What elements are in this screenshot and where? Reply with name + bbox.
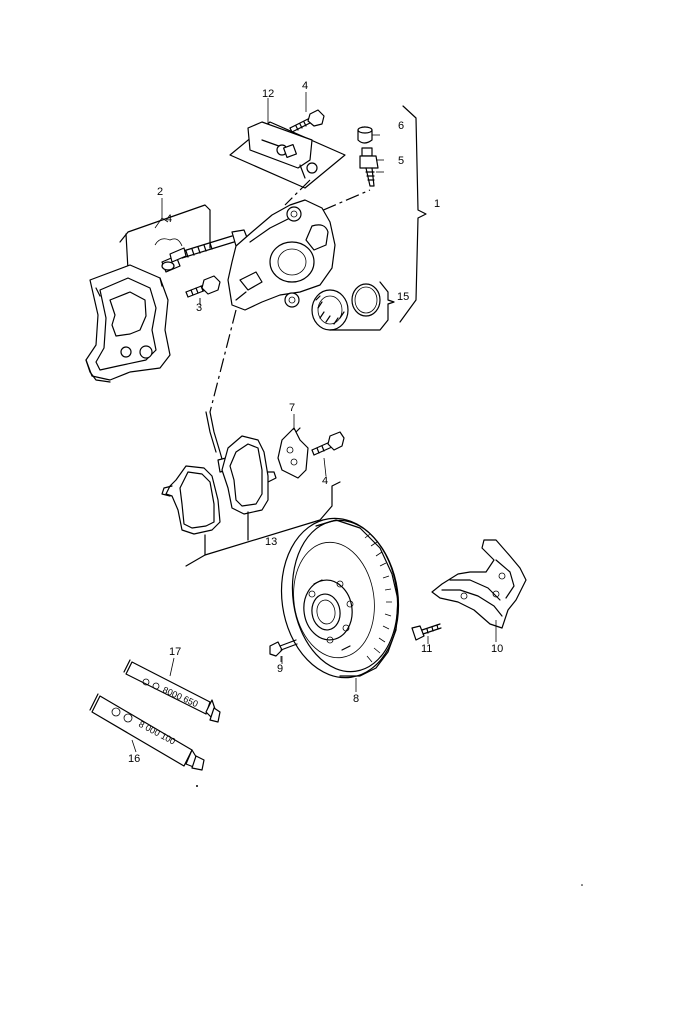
part-4-bolt-top [289,109,325,133]
callout-5: 5 [398,155,404,167]
callout-2: 2 [157,186,163,198]
callout-12: 12 [262,88,274,100]
part-8-brake-disc [280,517,400,679]
part-12-cover-plate [229,121,346,189]
part-3-bolt [185,275,221,305]
callout-13: 13 [265,536,277,548]
part-10-splash-shield [431,539,527,629]
leader-cover [284,179,311,206]
part-7-anti-rattle-plate [277,427,309,479]
part-16-grease-tube: 8 000 100 [89,693,205,771]
part-9-screw [269,639,298,662]
stray-dot [196,785,198,787]
stray-dot-2 [581,884,583,886]
leader-wear-sensor [209,309,237,413]
part-17-grease-tube: 8000 650 [123,659,221,723]
callout-11: 11 [421,643,432,655]
callout-16: 16 [128,753,140,765]
brace-1 [399,105,427,323]
brace-15 [329,281,395,331]
leader-lines [131,92,497,753]
caliper-housing [227,199,336,311]
callout-9: 9 [277,663,283,675]
part-11-screw [411,623,442,641]
callout-4-left: 4 [166,213,172,225]
part-5-bleeder-valve [359,147,384,187]
callout-15: 15 [397,291,409,303]
part-2-pin-group [119,204,249,273]
callout-17: 17 [169,646,181,658]
part-4-bolt-middle [311,431,345,456]
callout-4-middle: 4 [322,475,328,487]
callout-8: 8 [353,693,359,705]
caliper-carrier-bracket [85,264,171,383]
callout-3: 3 [196,302,202,314]
part-6-cap [357,126,380,144]
callout-4-top: 4 [302,80,308,92]
callout-7: 7 [289,402,295,414]
callout-1: 1 [434,198,440,210]
part-15-piston-seal [311,283,381,331]
callout-6: 6 [398,120,404,132]
part-13-brake-pads [161,435,341,567]
callout-10: 10 [491,643,503,655]
